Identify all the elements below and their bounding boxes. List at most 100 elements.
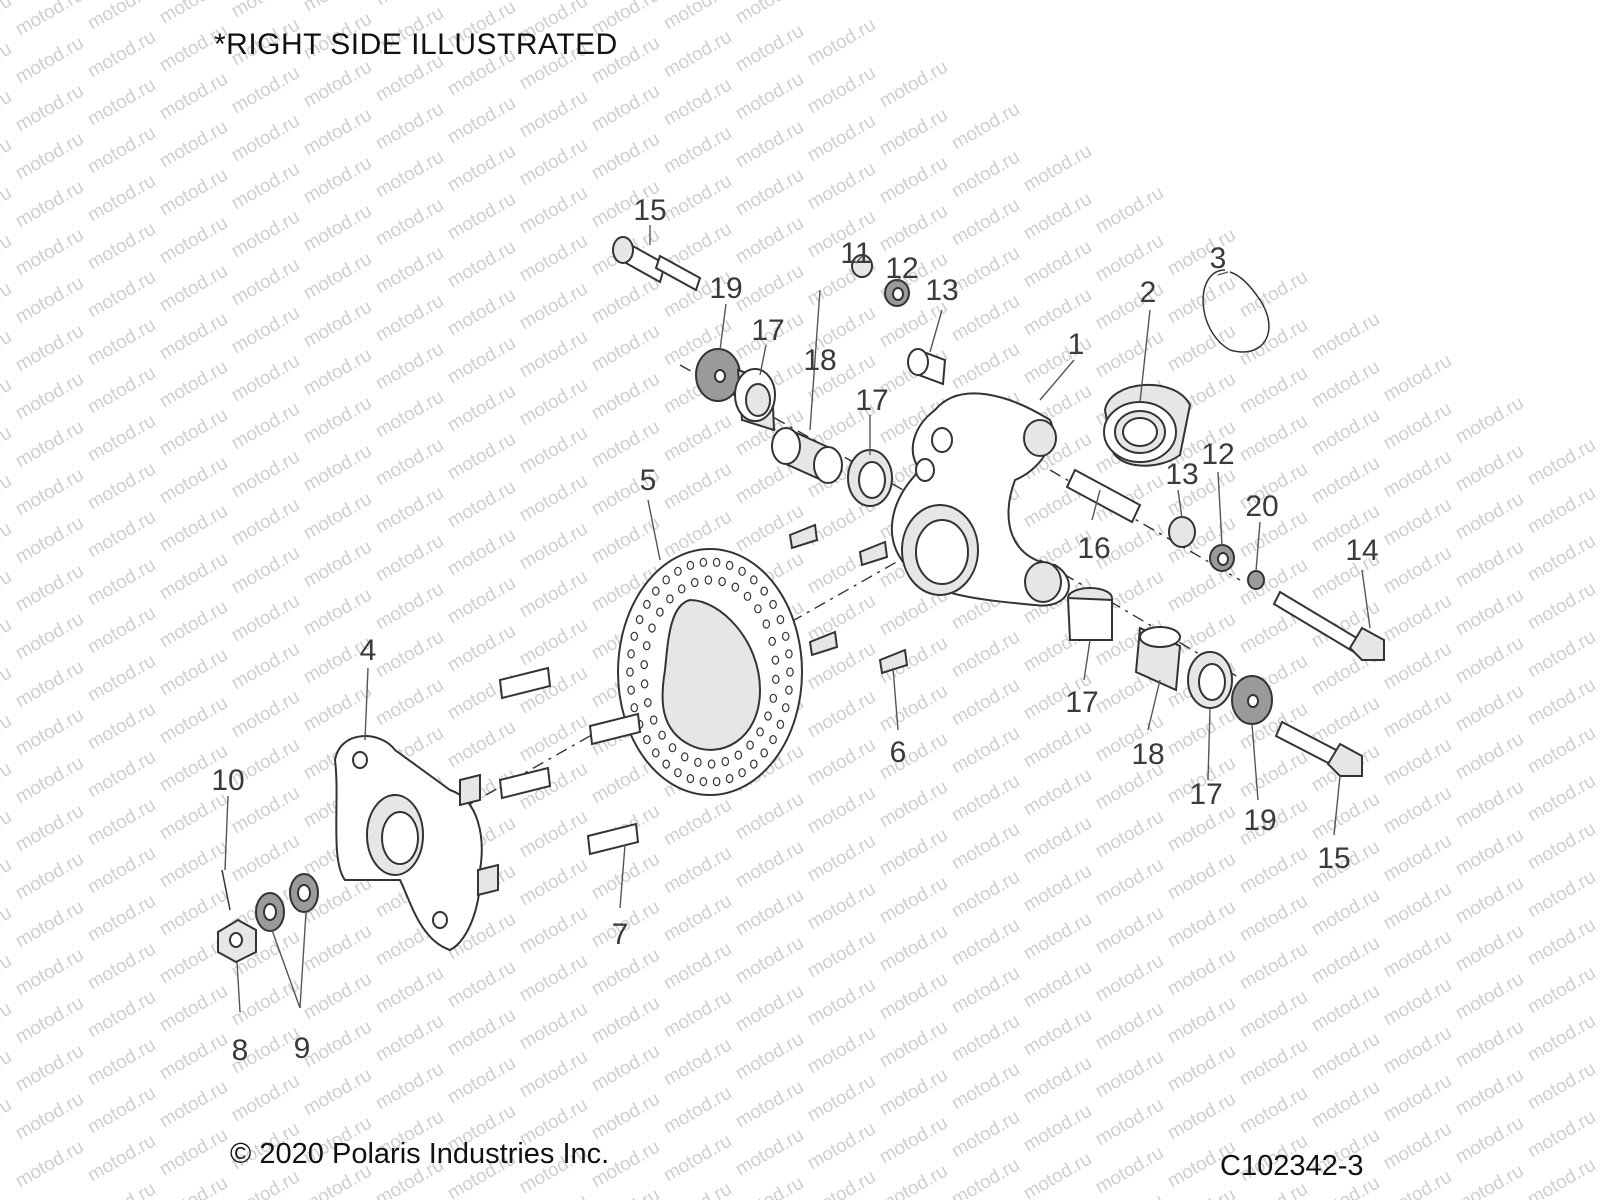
- vent-hole: [642, 641, 651, 651]
- seal-lower: [1209, 544, 1235, 572]
- vent-hole: [786, 667, 794, 677]
- vent-hole: [762, 619, 771, 629]
- vent-hole: [677, 584, 686, 594]
- vent-hole: [649, 715, 658, 725]
- vent-hole: [764, 711, 772, 721]
- callout-17-upper-right: 17: [855, 384, 888, 417]
- washer-upper: [695, 348, 741, 402]
- callout-14: 14: [1345, 534, 1378, 567]
- callout-7: 7: [612, 918, 629, 951]
- vent-hole: [712, 776, 721, 787]
- wheel-bearing: [1103, 384, 1192, 467]
- vent-hole: [771, 655, 780, 665]
- callout-5: 5: [640, 464, 657, 497]
- vent-hole: [769, 693, 778, 703]
- vent-hole: [643, 734, 651, 745]
- vent-hole: [738, 768, 746, 778]
- cotter-pin: [221, 869, 231, 911]
- callout-20: 20: [1245, 490, 1278, 523]
- vent-hole: [662, 759, 671, 769]
- vent-hole: [771, 674, 780, 685]
- callout-11: 11: [840, 237, 871, 270]
- vent-hole: [781, 703, 790, 713]
- vent-hole: [746, 740, 754, 750]
- spacer-lower: [1134, 626, 1182, 692]
- retaining-ring: [1202, 269, 1270, 353]
- vent-hole: [666, 594, 674, 604]
- vent-hole: [680, 752, 689, 762]
- callout-2: 2: [1140, 276, 1157, 309]
- vent-hole: [785, 685, 793, 695]
- vent-hole: [640, 659, 649, 670]
- callout-labels: 15 19 17 18 17 11 12 13 1 2 3 16 13 12 2…: [211, 194, 1378, 1067]
- vent-hole: [776, 614, 785, 625]
- callout-13-lower: 13: [1165, 458, 1198, 491]
- vent-hole: [651, 748, 660, 758]
- seal-upper: [884, 279, 910, 307]
- vent-hole: [776, 719, 785, 730]
- bushing-small-lower: [1168, 516, 1196, 548]
- hub-washers: [255, 873, 319, 932]
- castle-nut: [217, 918, 257, 964]
- vent-hole: [785, 649, 793, 659]
- pivot-pin: [1065, 468, 1142, 524]
- wheel-hub: [333, 735, 499, 952]
- flange-bushing-lower-right: [1187, 651, 1233, 709]
- callout-17-upper-left: 17: [751, 314, 784, 347]
- axis-hub: [344, 559, 901, 876]
- copyright-notice: © 2020 Polaris Industries Inc.: [230, 1138, 610, 1170]
- callout-12-lower: 12: [1201, 438, 1234, 471]
- callout-19-upper: 19: [709, 272, 742, 305]
- figure-number: C102342-3: [1220, 1150, 1364, 1182]
- vent-hole: [769, 599, 777, 610]
- callout-15-upper: 15: [633, 194, 666, 227]
- callout-6: 6: [890, 736, 907, 769]
- axis-lower-bolt: [1039, 559, 1261, 691]
- disc-vent-holes: [626, 557, 794, 787]
- vent-hole: [658, 730, 666, 740]
- vent-hole: [627, 685, 635, 695]
- vent-hole: [690, 577, 699, 588]
- vent-hole: [640, 679, 649, 689]
- callout-8: 8: [232, 1034, 249, 1067]
- vent-hole: [630, 703, 639, 713]
- vent-hole: [662, 575, 671, 585]
- bushing-small-upper: [907, 348, 947, 386]
- leader-lines: [224, 225, 1371, 1013]
- brake-disc: [617, 548, 803, 796]
- vent-hole: [627, 649, 635, 659]
- vent-hole: [721, 756, 730, 767]
- vent-hole: [769, 734, 777, 745]
- callout-1: 1: [1068, 328, 1085, 361]
- grease-fitting: [851, 254, 873, 278]
- vent-hole: [725, 773, 734, 784]
- wheel-studs: [498, 666, 642, 856]
- spacer-upper: [771, 427, 843, 484]
- callout-18-lower: 18: [1131, 738, 1164, 771]
- callout-4: 4: [360, 634, 377, 667]
- upper-bolt: [612, 236, 702, 292]
- vent-hole: [760, 748, 769, 758]
- flange-bushing-upper-right: [847, 449, 893, 507]
- disc-bolts: [788, 523, 909, 675]
- vent-hole: [725, 560, 734, 571]
- flange-bushing-lower-left: [1066, 587, 1113, 641]
- callout-13-upper: 13: [925, 274, 958, 307]
- vent-hole: [707, 759, 716, 769]
- vent-hole: [699, 776, 708, 787]
- vent-hole: [686, 560, 695, 571]
- vent-hole: [626, 667, 634, 677]
- callout-19-lower: 19: [1243, 804, 1276, 837]
- washer-small: [1247, 570, 1265, 590]
- vent-hole: [694, 757, 702, 768]
- callout-18-upper: 18: [803, 344, 836, 377]
- vent-hole: [630, 631, 639, 641]
- side-note: *RIGHT SIDE ILLUSTRATED: [214, 28, 618, 61]
- callout-15-lower: 15: [1317, 842, 1350, 875]
- flange-bushing-upper-left: [734, 368, 776, 432]
- callout-9: 9: [294, 1032, 311, 1065]
- vent-hole: [760, 586, 769, 596]
- vent-hole: [738, 566, 746, 576]
- vent-hole: [712, 557, 721, 568]
